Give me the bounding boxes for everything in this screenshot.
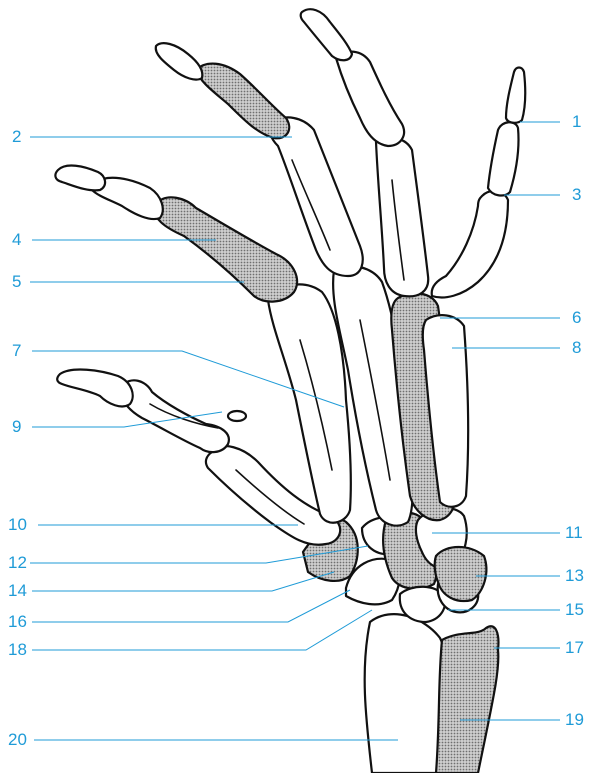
label-2: 2 [12, 128, 21, 146]
label-12: 12 [8, 554, 27, 572]
little-proximal-phalanx [432, 191, 508, 297]
label-8: 8 [572, 339, 581, 357]
ring-distal-phalanx [301, 9, 352, 60]
index-proximal-phalanx [155, 197, 297, 301]
radius-bone [365, 614, 447, 773]
label-10: 10 [8, 516, 27, 534]
label-19: 19 [565, 711, 584, 729]
label-14: 14 [8, 582, 27, 600]
label-4: 4 [12, 231, 21, 249]
middle-middle-phalanx [196, 64, 289, 139]
thumb-distal-phalanx [57, 370, 132, 407]
middle-proximal-phalanx [270, 117, 363, 276]
index-distal-phalanx [55, 166, 105, 191]
label-20: 20 [8, 731, 27, 749]
label-7: 7 [12, 342, 21, 360]
leader-line-16 [32, 590, 350, 622]
label-1: 1 [572, 113, 581, 131]
thumb-sesamoid [228, 411, 246, 421]
label-18: 18 [8, 641, 27, 659]
leader-line-18 [32, 610, 372, 650]
little-middle-phalanx [488, 122, 519, 195]
label-3: 3 [572, 186, 581, 204]
label-11: 11 [565, 524, 583, 542]
little-distal-phalanx [506, 68, 525, 123]
leader-line-14 [32, 572, 334, 591]
ulna-bone [436, 626, 498, 773]
label-13: 13 [565, 567, 584, 585]
label-15: 15 [565, 601, 584, 619]
label-5: 5 [12, 273, 21, 291]
label-17: 17 [565, 639, 584, 657]
ring-proximal-phalanx [376, 138, 428, 297]
label-16: 16 [8, 613, 27, 631]
label-6: 6 [572, 309, 581, 327]
label-9: 9 [12, 418, 21, 436]
ring-middle-phalanx [336, 52, 404, 146]
middle-distal-phalanx [156, 43, 203, 79]
